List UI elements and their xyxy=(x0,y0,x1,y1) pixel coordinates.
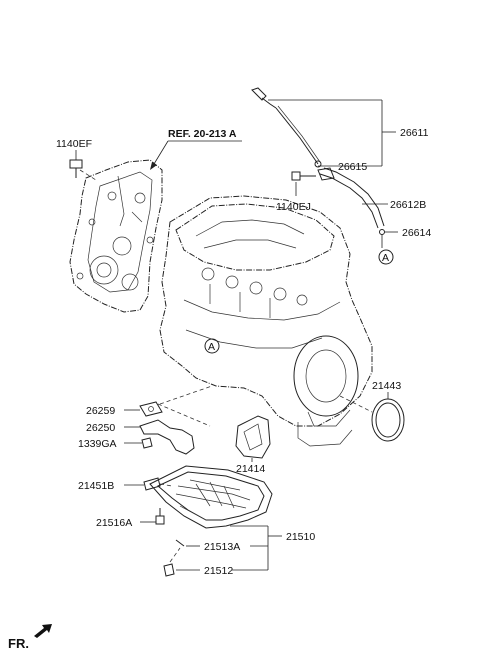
ref-label: REF. 20-213 A xyxy=(168,128,237,140)
label-26250: 26250 xyxy=(86,422,115,434)
label-1140ef: 1140EF xyxy=(56,138,92,150)
label-1140ej: 1140EJ xyxy=(276,201,311,213)
label-26259: 26259 xyxy=(86,405,115,417)
label-1339ga: 1339GA xyxy=(78,438,117,450)
leader-26611: 26611 xyxy=(268,99,429,167)
marker-a-engine-label: A xyxy=(208,341,215,353)
baffle-plate: 21414 xyxy=(235,415,271,475)
front-label: FR. xyxy=(8,636,29,651)
oil-pan xyxy=(149,465,273,529)
oil-strainer-group: 26259 26250 1339GA xyxy=(78,385,213,455)
front-arrow-icon xyxy=(34,624,52,638)
rear-oil-seal: 21443 xyxy=(339,380,405,442)
timing-chain-cover xyxy=(69,159,163,313)
o-ring-26614: 26614 A xyxy=(378,227,431,265)
label-21414: 21414 xyxy=(236,463,265,475)
label-21516a: 21516A xyxy=(96,517,132,529)
sensor-21451b: 21451B xyxy=(78,477,173,492)
dipstick-guide-tube xyxy=(317,167,388,229)
bolt-21516a: 21516A xyxy=(96,508,165,529)
drain-plug-21512: 21512 xyxy=(163,547,233,577)
label-21510: 21510 xyxy=(286,531,315,543)
washer-21513a: 21513A xyxy=(175,539,240,553)
label-21443: 21443 xyxy=(372,380,401,392)
label-26611: 26611 xyxy=(400,127,429,139)
label-26612b: 26612B xyxy=(390,199,426,211)
marker-a-tube-label: A xyxy=(382,252,389,264)
label-21451b: 21451B xyxy=(78,480,114,492)
marker-a-engine: A xyxy=(204,338,220,354)
label-21512: 21512 xyxy=(204,565,233,577)
leader-21510: 21510 xyxy=(230,525,315,571)
label-26614: 26614 xyxy=(402,227,431,239)
label-26615: 26615 xyxy=(338,161,367,173)
bolt-1140ef: 1140EF xyxy=(56,138,97,181)
bolt-1140ej: 1140EJ xyxy=(276,171,316,213)
ref-callout: REF. 20-213 A xyxy=(150,128,242,170)
engine-block xyxy=(159,195,373,447)
oil-dipstick xyxy=(251,87,322,168)
label-21513a: 21513A xyxy=(204,541,240,553)
front-direction-indicator: FR. xyxy=(8,624,52,651)
